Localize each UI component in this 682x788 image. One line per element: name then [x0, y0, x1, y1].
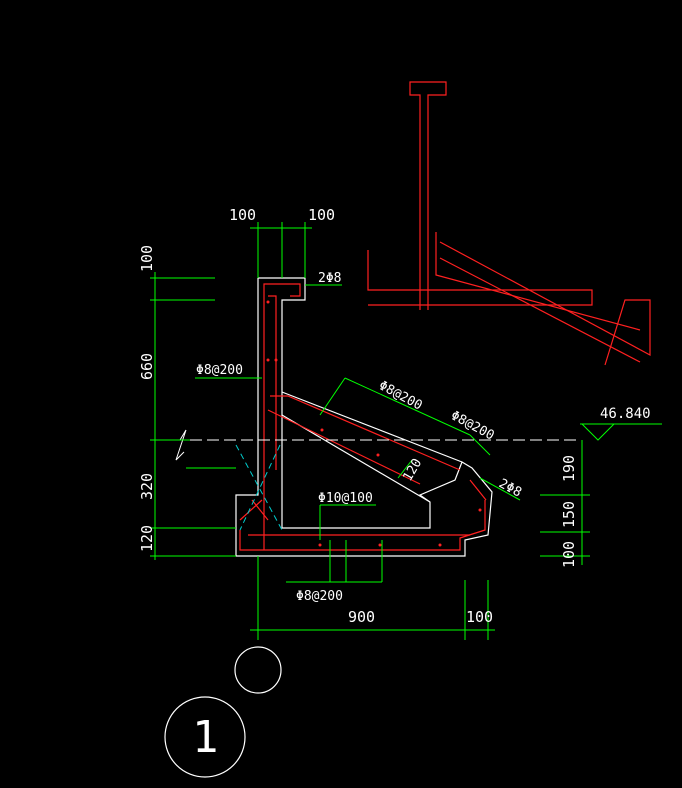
dim-left-320: 320 [138, 473, 156, 500]
wall-rebar-inner [268, 295, 277, 470]
slope-rebar-bottom [267, 409, 421, 485]
rebar-dot [320, 428, 324, 432]
label-phi8-200-wall: Φ8@200 [196, 363, 243, 378]
rebar-dot [266, 358, 270, 362]
label-2phi8-right: 2Φ8 [496, 476, 524, 500]
dim-left-100: 100 [138, 245, 156, 272]
leader-2phi8-right [479, 477, 521, 501]
break-symbol [175, 429, 187, 461]
dim-right-150: 150 [560, 501, 578, 528]
dim-slope-line [319, 377, 346, 416]
dim-left-120: 120 [138, 525, 156, 552]
rebar [239, 81, 651, 551]
callout-small-circle [234, 646, 282, 694]
dim-top-100-b: 100 [308, 206, 335, 224]
dim-slab-120: 120 [400, 456, 425, 484]
wall-rebar-outer [263, 283, 301, 550]
centerline-2 [239, 444, 281, 531]
dim-left-660: 660 [138, 353, 156, 380]
label-phi10-100: Φ10@100 [318, 491, 373, 506]
dim-bottom-100: 100 [466, 608, 493, 626]
centerlines [235, 444, 283, 531]
sketch-slope-3 [439, 257, 641, 363]
rebar-dot [438, 543, 442, 547]
bottom-rebar [239, 500, 486, 551]
callouts [164, 646, 282, 778]
label-2phi8-top: 2Φ8 [318, 271, 341, 286]
bend-2 [251, 499, 269, 521]
concrete-outline [235, 277, 493, 557]
centerline-1 [235, 444, 283, 531]
rebar-dot [478, 508, 482, 512]
label-elevation: 46.840 [600, 406, 651, 422]
callout-detail-circle [164, 696, 246, 778]
rebar-dot [274, 358, 278, 362]
dim-right-100: 100 [560, 541, 578, 568]
rebar-dot [266, 300, 270, 304]
dim-right-190: 190 [560, 455, 578, 482]
rebar-dots [266, 300, 482, 547]
section-outline [235, 277, 493, 557]
slope-top-edge [281, 391, 463, 463]
dimension-text: 100 100 190 150 100 900 100 100 660 320 … [138, 206, 578, 626]
right-rebar [469, 479, 487, 501]
rebar-dot [376, 453, 380, 457]
rebar-dot [318, 543, 322, 547]
dim-slope-ext [344, 377, 471, 436]
ground-line [175, 429, 580, 461]
sketch-slope-1 [435, 232, 641, 331]
dim-top-100-a: 100 [229, 206, 256, 224]
rebar-dot [378, 543, 382, 547]
label-phi8-200-bottom: Φ8@200 [296, 589, 343, 604]
dim-slab-line [397, 459, 413, 479]
dimension-lines [150, 222, 662, 640]
sketch-post [409, 81, 447, 310]
sketch-horizontal [367, 250, 593, 306]
slope-rebar-top [270, 395, 461, 471]
sketch-slope-2 [439, 241, 651, 366]
detail-number: 1 [192, 712, 219, 763]
slope-bottom-edge [281, 414, 431, 503]
dim-bottom-900: 900 [348, 608, 375, 626]
dim-slope-ext [469, 434, 491, 456]
elevation-marker [581, 423, 615, 441]
bend-1 [239, 499, 263, 521]
label-phi8-200-right: Φ8@200 [448, 408, 497, 443]
